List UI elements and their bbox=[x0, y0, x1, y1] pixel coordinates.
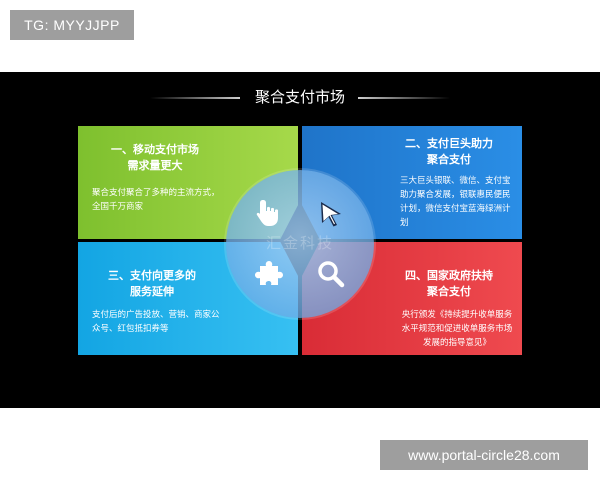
panel-title-line1: 一、移动支付市场 bbox=[111, 143, 199, 156]
hand-pointer-icon bbox=[256, 200, 278, 226]
top-watermark-tag: TG: MYYJJPP bbox=[10, 10, 134, 40]
presentation-slide: 聚合支付市场 一、移动支付市场 需求量更大 聚合支付聚合了多种的主流方式，全国千… bbox=[0, 72, 600, 408]
panel-title-line2: 聚合支付 bbox=[427, 153, 471, 166]
panel-title: 一、移动支付市场 需求量更大 bbox=[100, 142, 210, 174]
panel-title-line1: 二、支付巨头助力 bbox=[405, 137, 493, 150]
title-divider-right bbox=[358, 97, 450, 99]
puzzle-piece-icon bbox=[255, 261, 283, 285]
cursor-arrow-icon bbox=[321, 202, 341, 227]
bottom-watermark-tag: www.portal-circle28.com bbox=[380, 440, 588, 470]
panel-title: 四、国家政府扶持 聚合支付 bbox=[394, 268, 504, 300]
panel-text: 聚合支付聚合了多种的主流方式，全国千万商家 bbox=[92, 188, 220, 212]
panel-title-line2: 聚合支付 bbox=[427, 285, 471, 298]
panel-title-line1: 四、国家政府扶持 bbox=[405, 269, 493, 282]
center-circle bbox=[226, 170, 374, 318]
magnifier-icon bbox=[318, 261, 345, 288]
panel-title-line2: 需求量更大 bbox=[127, 159, 183, 172]
slide-title: 聚合支付市场 bbox=[254, 88, 345, 106]
panel-text: 三大巨头银联、微信、支付宝助力聚合发展，银联惠民便民计划，微信支付宝蓝海绿洲计划 bbox=[400, 176, 511, 228]
panel-title: 三、支付向更多的 服务延伸 bbox=[92, 268, 212, 300]
panel-title-line1: 三、支付向更多的 bbox=[108, 269, 196, 282]
title-divider-left bbox=[150, 97, 240, 99]
panel-text: 央行颁发《持续提升收单服务水平规范和促进收单服务市场发展的指导意见》 bbox=[401, 310, 513, 348]
panel-text: 支付后的广告投放、营销、商家公众号、红包抵扣券等 bbox=[92, 310, 220, 334]
panel-title: 二、支付巨头助力 聚合支付 bbox=[394, 136, 504, 168]
center-watermark: 汇金科技 bbox=[265, 234, 334, 252]
panel-title-line2: 服务延伸 bbox=[130, 285, 174, 298]
